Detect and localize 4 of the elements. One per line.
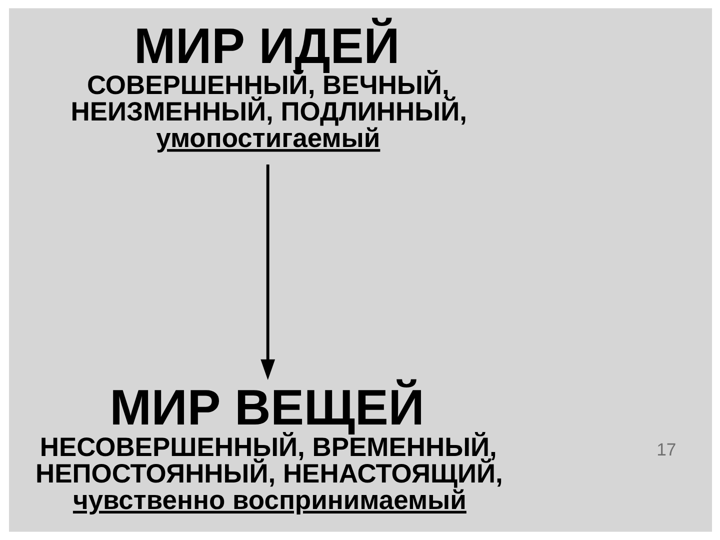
arrow [260,164,275,380]
label: 17 [656,439,676,460]
node-text: МИР ВЕЩЕЙ НЕСОВЕРШЕННЫЙ, ВРЕМЕННЫЙ, НЕПОСТОЯННЫЙ, НЕНАСТОЯЩИЙ, чувственно воспринимаемый [34,380,502,515]
node-text: МИР ИДЕЙ СОВЕРШЕННЫЙ, ВЕЧНЫЙ, НЕИЗМЕННЫЙ, ПОДЛИННЫЙ, умопостигаемый [70,18,466,154]
